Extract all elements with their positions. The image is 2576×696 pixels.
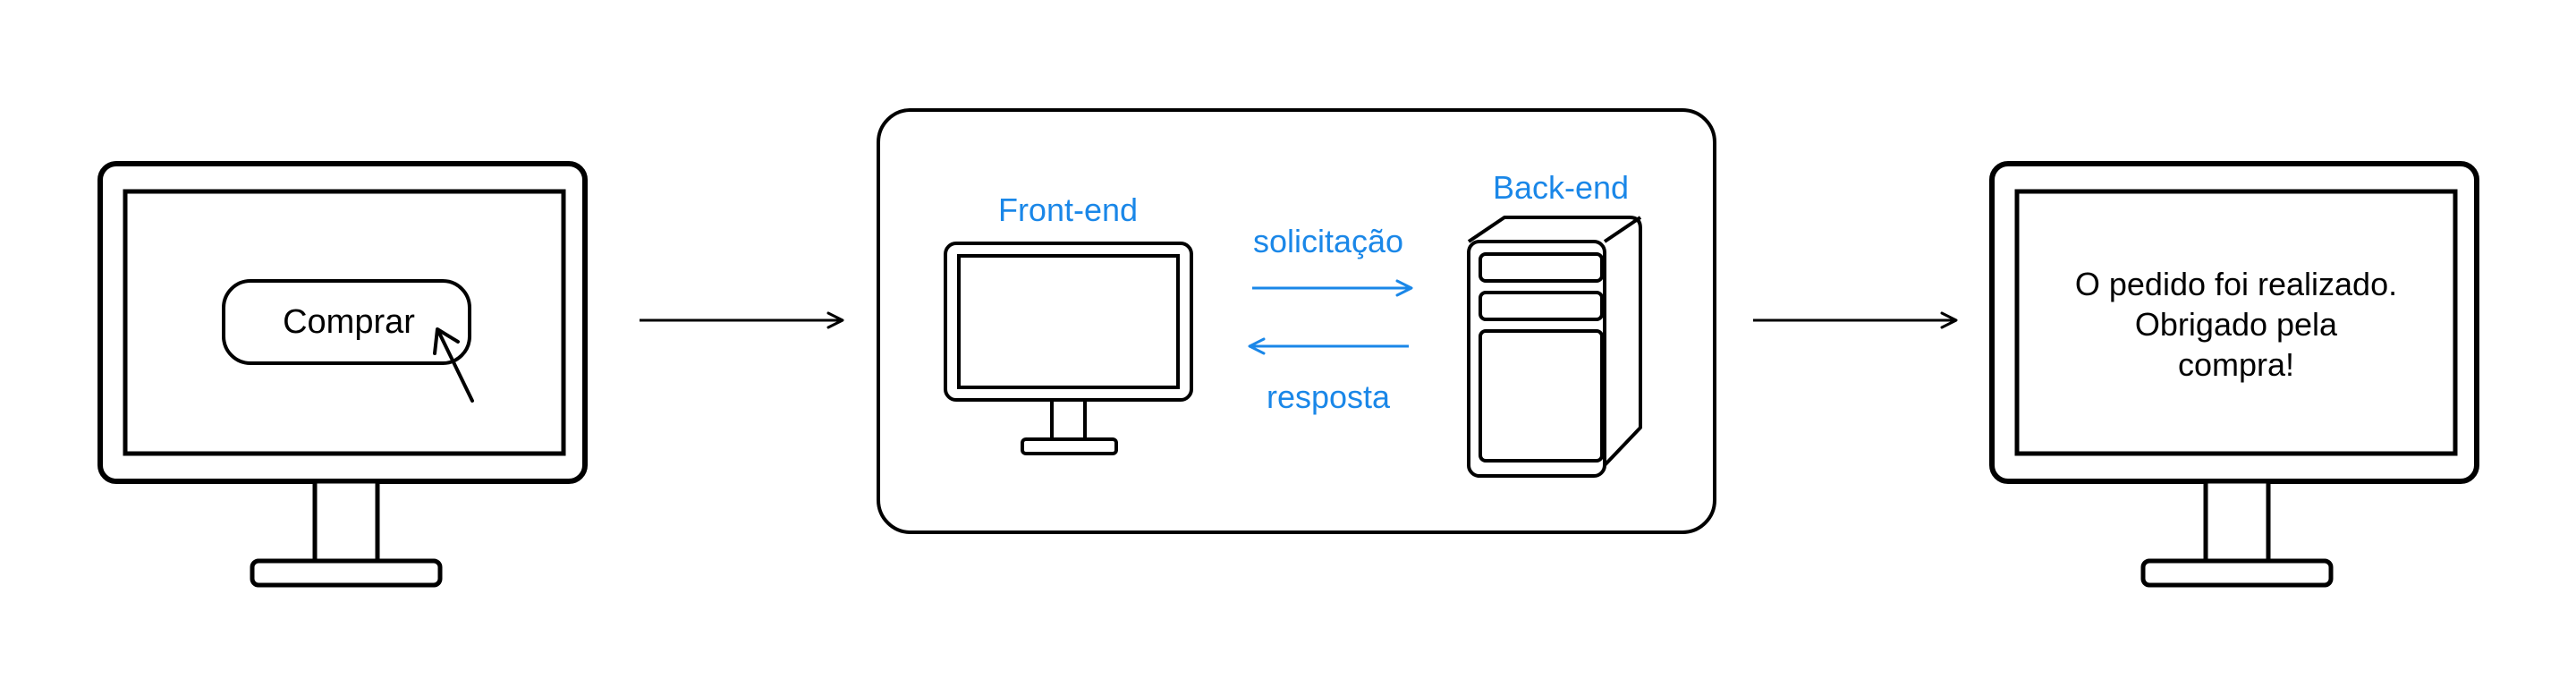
confirmation-line-3: compra! [2178, 346, 2294, 383]
right-monitor-screen [2014, 189, 2458, 456]
backend-label: Back-end [1493, 169, 1629, 206]
comprar-button[interactable] [222, 279, 471, 365]
request-label: solicitação [1253, 223, 1403, 259]
response-label: resposta [1267, 378, 1391, 415]
right-monitor: O pedido foi realizado. Obrigado pela co… [1989, 161, 2479, 588]
right-monitor-neck [2203, 479, 2271, 566]
left-monitor-neck [312, 479, 380, 566]
comprar-button-label: Comprar [283, 303, 415, 341]
cursor-arrow-icon [433, 327, 474, 403]
frontend-label: Front-end [998, 191, 1138, 228]
left-monitor: Comprar [97, 161, 588, 588]
backend-server-icon [1467, 216, 1642, 478]
right-monitor-base [2140, 558, 2334, 588]
left-monitor-base [250, 558, 443, 588]
confirmation-line-2: Obrigado pela [2135, 306, 2338, 343]
confirmation-line-1: O pedido foi realizado. [2075, 266, 2397, 302]
center-panel: Front-end solicitação resposta Back-end [877, 108, 1716, 534]
frontend-monitor-icon [944, 242, 1193, 455]
